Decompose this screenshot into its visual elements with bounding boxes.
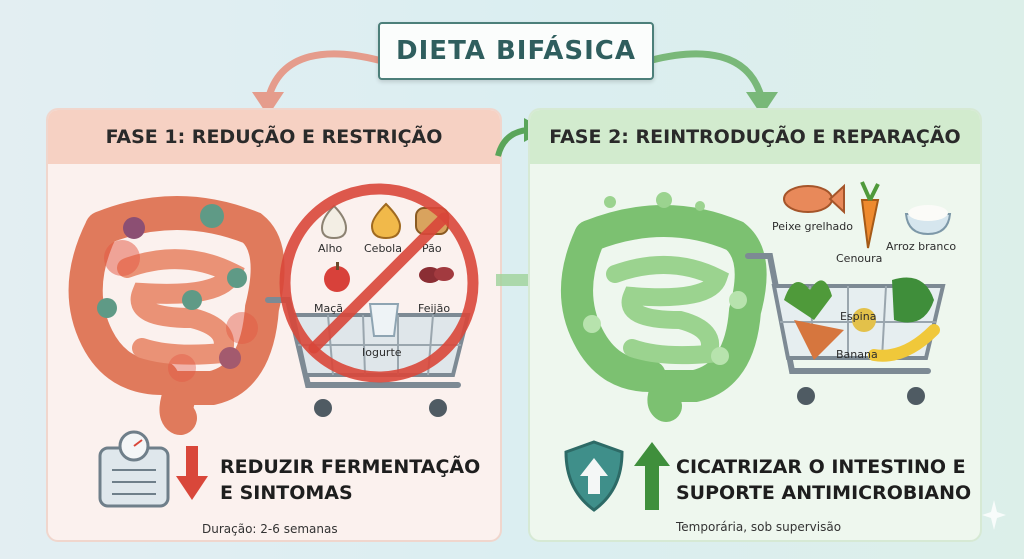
page-title: DIETA BIFÁSICA (396, 36, 636, 66)
food-label-peixe: Peixe grelhado (772, 220, 854, 233)
inflamed-intestine-icon (68, 196, 285, 435)
onion-icon (370, 202, 402, 240)
phase1-header: FASE 1: REDUÇÃO E RESTRIÇÃO (48, 110, 500, 164)
sparkle-icon (982, 500, 1006, 530)
phase2-goal: CICATRIZAR O INTESTINO E SUPORTE ANTIMIC… (676, 454, 971, 506)
food-label-pao: Pão (422, 242, 442, 255)
phase2-header: FASE 2: REINTRODUÇÃO E REPARAÇÃO (530, 110, 980, 164)
title-banner: DIETA BIFÁSICA (378, 22, 654, 80)
prohibition-icon (279, 183, 479, 383)
food-label-espina: Espina (840, 310, 877, 323)
phase2-panel: FASE 2: REINTRODUÇÃO E REPARAÇÃO (528, 108, 982, 542)
food-label-feijao: Feijão (418, 302, 451, 315)
vegetables-icon (784, 277, 940, 362)
carrot-icon (860, 181, 880, 249)
food-label-arroz: Arroz branco (886, 240, 957, 253)
yogurt-icon (368, 303, 400, 337)
phase2-note: Temporária, sob supervisão (676, 520, 842, 534)
phase2-goal-line1: CICATRIZAR O INTESTINO E (676, 456, 966, 478)
phase1-goal-line2: E SINTOMAS (220, 482, 353, 504)
garlic-icon (320, 204, 348, 240)
food-label-cenoura: Cenoura (836, 252, 883, 265)
food-label-alho: Alho (318, 242, 343, 255)
rice-bowl-icon (904, 205, 952, 236)
arrow-to-phase1-icon (252, 50, 382, 116)
apple-icon (324, 262, 350, 292)
shield-icon (564, 440, 624, 512)
phase2-title: FASE 2: REINTRODUÇÃO E REPARAÇÃO (549, 126, 961, 148)
phase1-duration: Duração: 2-6 semanas (202, 522, 338, 536)
phase1-goal-line1: REDUZIR FERMENTAÇÃO (220, 456, 481, 478)
food-label-iogurte: Iogurte (362, 346, 402, 359)
food-label-banana: Banana (836, 348, 878, 361)
scale-icon (98, 430, 170, 508)
food-label-cebola: Cebola (364, 242, 402, 255)
fish-icon (783, 183, 845, 215)
arrow-down-icon (176, 446, 208, 500)
food-label-maca: Maçã (314, 302, 344, 315)
healthy-intestine-icon (561, 192, 767, 422)
phase1-goal: REDUZIR FERMENTAÇÃO E SINTOMAS (220, 454, 480, 506)
arrow-up-icon (634, 442, 670, 510)
phase1-panel: FASE 1: REDUÇÃO E RESTRIÇÃO (46, 108, 502, 542)
arrow-to-phase2-icon (648, 50, 778, 116)
phase1-title: FASE 1: REDUÇÃO E RESTRIÇÃO (105, 126, 443, 148)
phase2-goal-line2: SUPORTE ANTIMICROBIANO (676, 482, 972, 504)
beans-icon (419, 267, 454, 283)
